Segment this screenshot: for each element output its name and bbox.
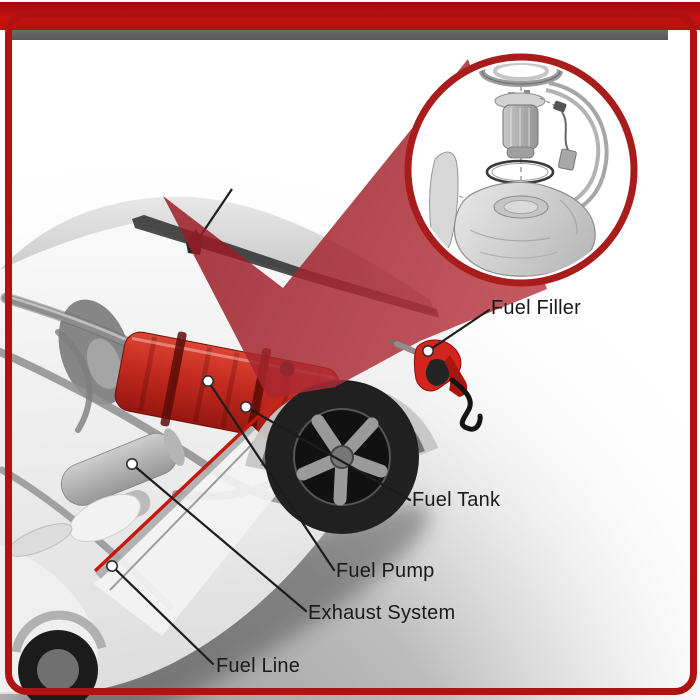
callout-fuel-filler: Fuel Filler — [491, 297, 581, 319]
lock-ring — [479, 63, 563, 87]
callout-fuel-tank: Fuel Tank — [412, 489, 501, 511]
nozzle-hose — [449, 377, 483, 432]
car-roof — [0, 196, 435, 312]
heat-shield — [429, 151, 459, 253]
banner-shadow-bar — [12, 30, 668, 40]
callout-fuel-line: Fuel Line — [216, 655, 301, 677]
side-mirror — [69, 493, 141, 543]
anchor-dots — [106, 344, 434, 572]
fuel-line-highlight — [93, 411, 264, 573]
rear-wheel — [245, 380, 439, 534]
callout-exhaust-system: Exhaust System — [308, 602, 456, 624]
fuel-pump-module — [494, 90, 546, 159]
front-wheel — [11, 610, 107, 700]
top-red-banner — [0, 2, 700, 30]
leader-lines — [110, 308, 491, 666]
callout-fuel-pump: Fuel Pump — [336, 560, 435, 582]
fuel-nozzle — [389, 339, 483, 432]
magnifier-inset — [404, 53, 638, 287]
rocker-panel — [94, 426, 298, 636]
